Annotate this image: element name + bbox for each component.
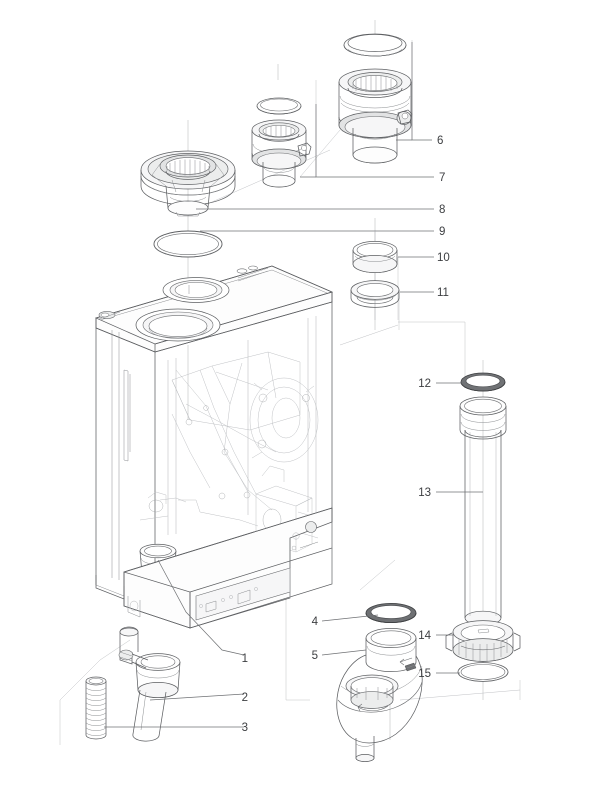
- callout-10: 10: [437, 252, 450, 264]
- part-4-manifold-sealing-ring[interactable]: [365, 603, 417, 624]
- callout-9: 9: [439, 226, 445, 238]
- part-7-impeller-blades: [265, 125, 292, 138]
- boiler-internals: [139, 351, 319, 553]
- part-9-burner-gasket[interactable]: [153, 230, 223, 258]
- part-6-top-ring: [343, 33, 407, 57]
- callout-13: 13: [418, 487, 431, 499]
- callout-numbers: 1 2 3 4 5 6 7 8 9 10 11 12 13 14 15: [242, 135, 450, 734]
- part-14-union-nut[interactable]: [445, 620, 521, 662]
- boiler-top-panel: [94, 265, 334, 353]
- part-10-air-intake-collar[interactable]: [352, 241, 398, 273]
- part-6-fan-assembly-large[interactable]: [338, 33, 413, 164]
- callout-14: 14: [418, 630, 431, 642]
- part-2-condensate-siphon[interactable]: [118, 626, 181, 742]
- part-7-side-connector: [297, 142, 312, 157]
- part-6-impeller-blades: [352, 75, 398, 92]
- part-12-flue-sealing-ring[interactable]: [460, 372, 506, 392]
- part-8-support-ribs: [151, 163, 225, 193]
- part-5-flow-marking: [399, 657, 417, 672]
- callout-2: 2: [242, 692, 248, 704]
- callout-15: 15: [418, 668, 431, 680]
- callout-7: 7: [439, 172, 445, 184]
- part-3-corrugated-hose[interactable]: [85, 676, 107, 740]
- callout-1: 1: [242, 653, 248, 665]
- callout-6: 6: [437, 135, 443, 147]
- boiler-base-plinth: [95, 507, 333, 629]
- part-7-fan-assembly-small[interactable]: [251, 97, 312, 188]
- callout-3: 3: [242, 722, 248, 734]
- part-11-air-intake-ring[interactable]: [350, 280, 400, 308]
- projection-axes: [187, 20, 484, 740]
- part-8-burner-venturi[interactable]: [140, 150, 236, 217]
- callout-4: 4: [312, 616, 319, 628]
- part-7-top-ring: [256, 97, 302, 115]
- callout-11: 11: [437, 287, 449, 299]
- part-6-side-connector: [396, 109, 413, 125]
- callout-8: 8: [439, 204, 445, 216]
- part-3-corrugations: [85, 686, 107, 736]
- callout-12: 12: [418, 378, 431, 390]
- boiler-body[interactable]: [94, 265, 334, 629]
- part-5-condensate-collector[interactable]: [336, 628, 423, 762]
- part-14-knurl-ribs: [458, 638, 508, 661]
- explode-guides: [59, 40, 521, 745]
- part-8-inner-blades: [166, 159, 210, 176]
- callout-5: 5: [312, 650, 318, 662]
- leader-lines: [104, 42, 483, 728]
- part-15-union-oring[interactable]: [457, 662, 509, 682]
